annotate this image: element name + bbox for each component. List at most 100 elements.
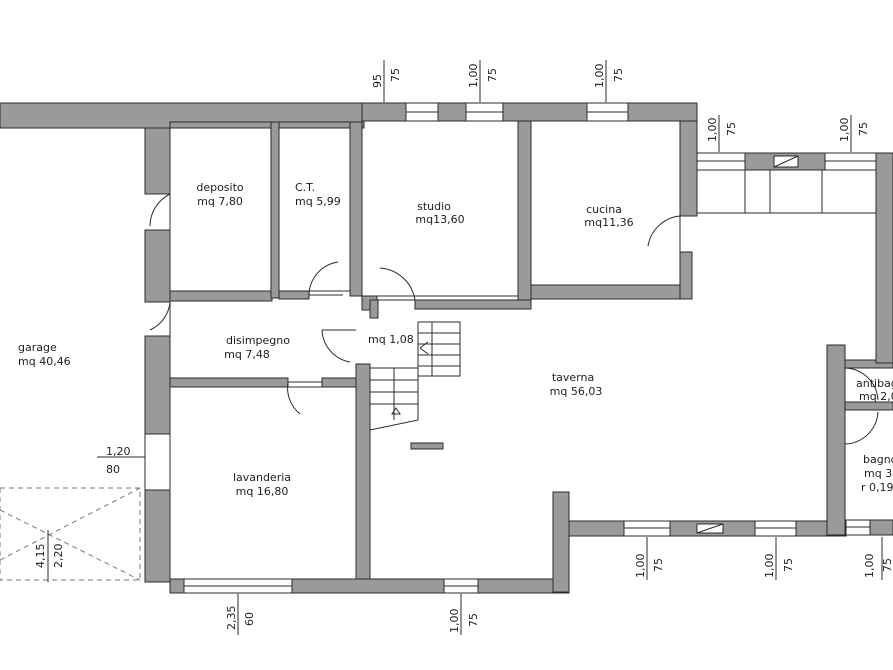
dim-garage-door-bottom: 80 — [106, 463, 120, 476]
wall-bottom-g — [869, 519, 893, 536]
taverna-area: mq 56,03 — [550, 385, 603, 398]
garage-area: mq 40,46 — [18, 355, 71, 368]
wall-bottom-d — [568, 520, 625, 537]
garage-diag-b — [0, 487, 141, 561]
taverna-name: taverna — [552, 371, 594, 384]
dim-bottom-taverna-b-top: 1,00 — [763, 554, 776, 579]
window-garage-side — [144, 433, 171, 491]
wall-garage-upper — [144, 127, 171, 195]
dim-bottom-center-top: 1,00 — [448, 609, 461, 634]
wall-garage-mid — [144, 229, 171, 303]
wall-bottom-c-riser — [552, 491, 570, 593]
stair-lower — [369, 367, 419, 431]
lavanderia-area: mq 16,80 — [236, 485, 289, 498]
ct-name: C.T. — [295, 181, 315, 194]
wall-lavanderia-right — [355, 363, 371, 582]
outline-ct — [278, 121, 351, 292]
door-cucina — [647, 215, 681, 252]
dim-bottom-right-bottom: 75 — [881, 558, 893, 572]
disimpegno-name: disimpegno — [226, 334, 290, 347]
wall-garage-lower — [144, 335, 171, 435]
door-deposito — [149, 193, 171, 230]
vent-box-top-diag — [773, 155, 799, 168]
vent-box-bottom-diag — [696, 523, 724, 534]
wall-far-right — [875, 152, 893, 364]
windows — [144, 102, 877, 594]
bagno-note: r 0,190 — [861, 481, 893, 494]
dim-bottom-lavanderia-bottom: 60 — [243, 612, 256, 626]
door-landing — [321, 329, 356, 363]
wall-cucina-top — [627, 102, 698, 122]
dim-top-studio-b-bottom: 75 — [486, 68, 499, 82]
dim-top-right-b-bottom: 75 — [857, 122, 870, 136]
wall-garage-bottom — [144, 489, 171, 583]
garage-diag-a — [0, 509, 141, 581]
wall-deposito-ct — [270, 121, 280, 299]
wall-disimpegno-bottom-a — [169, 377, 289, 388]
stair-upper — [417, 321, 461, 377]
wall-studio-top-a — [361, 102, 407, 122]
dim-top-right-a-bottom: 75 — [725, 122, 738, 136]
dimension-labels: 95 75 1,00 75 1,00 75 1,00 75 1,00 75 1,… — [34, 64, 893, 634]
walls — [0, 102, 893, 594]
door-antibagno — [844, 367, 879, 402]
dim-garage-opening-outer: 4,15 — [34, 544, 47, 569]
landing-area: mq 1,08 — [368, 333, 414, 346]
studio-name: studio — [417, 200, 451, 213]
wall-antibagno-top — [844, 359, 893, 369]
dim-top-studio-a-bottom: 75 — [389, 68, 402, 82]
stair-ledge — [410, 442, 444, 450]
wall-cucina-right-lower — [679, 251, 693, 300]
wall-studio-bottom — [414, 299, 532, 310]
deposito-area: mq 7,80 — [197, 195, 243, 208]
dim-top-cucina-top: 1,00 — [593, 64, 606, 89]
disimpegno-area: mq 7,48 — [224, 348, 270, 361]
dim-garage-door-top: 1,20 — [106, 445, 131, 458]
dim-bottom-center-bottom: 75 — [467, 613, 480, 627]
wall-bottom-b — [291, 578, 445, 594]
dim-bottom-taverna-b-bottom: 75 — [782, 558, 795, 572]
stair-arrow-upper — [419, 341, 429, 355]
wall-studio-top-b — [437, 102, 467, 122]
dim-bottom-taverna-a-top: 1,00 — [634, 554, 647, 579]
dim-top-right-b-top: 1,00 — [838, 118, 851, 143]
dimension-ticks — [47, 60, 883, 635]
dim-top-right-a-top: 1,00 — [706, 118, 719, 143]
dim-garage-opening-inner: 2,20 — [52, 544, 65, 569]
lavanderia-name: lavanderia — [233, 471, 291, 484]
stair-arrow — [391, 407, 401, 415]
wall-pier-stair — [369, 299, 379, 319]
wall-ct-studio — [349, 121, 363, 297]
bagno-area: mq 3, — [864, 467, 893, 480]
dim-top-studio-a-top: 95 — [371, 74, 384, 88]
ct-area: mq 5,99 — [295, 195, 341, 208]
antibagno-area: mq 2,0 — [859, 390, 893, 403]
wall-studio-top-c — [502, 102, 588, 122]
wall-ct-bottom — [278, 290, 310, 300]
dim-bottom-lavanderia-top: 2,35 — [225, 606, 238, 631]
dim-bottom-right-top: 1,00 — [863, 554, 876, 579]
deposito-name: deposito — [196, 181, 244, 194]
doors — [149, 193, 879, 445]
door-disimpegno-garage — [149, 301, 171, 336]
dim-top-cucina-bottom: 75 — [612, 68, 625, 82]
bagno-name: bagno — [863, 453, 893, 466]
dim-bottom-taverna-a-bottom: 75 — [652, 558, 665, 572]
door-studio — [377, 267, 416, 301]
wall-studio-cucina — [517, 120, 532, 310]
wall-cucina-bottom — [530, 284, 693, 300]
garage-opening-box — [0, 487, 141, 581]
studio-area: mq13,60 — [415, 213, 464, 226]
wall-bath-left — [826, 344, 846, 536]
cucina-name: cucina — [586, 203, 622, 216]
door-lavanderia — [287, 381, 322, 415]
wall-cucina-right-upper — [679, 120, 698, 217]
wall-antibagno-bottom — [844, 401, 893, 411]
wall-deposito-bottom — [169, 290, 273, 302]
garage-name: garage — [18, 341, 57, 354]
garage-opening — [0, 487, 141, 581]
room-labels: deposito mq 7,80 C.T. mq 5,99 studio mq1… — [18, 181, 893, 498]
stair — [369, 321, 461, 450]
wall-top-left — [0, 102, 365, 129]
